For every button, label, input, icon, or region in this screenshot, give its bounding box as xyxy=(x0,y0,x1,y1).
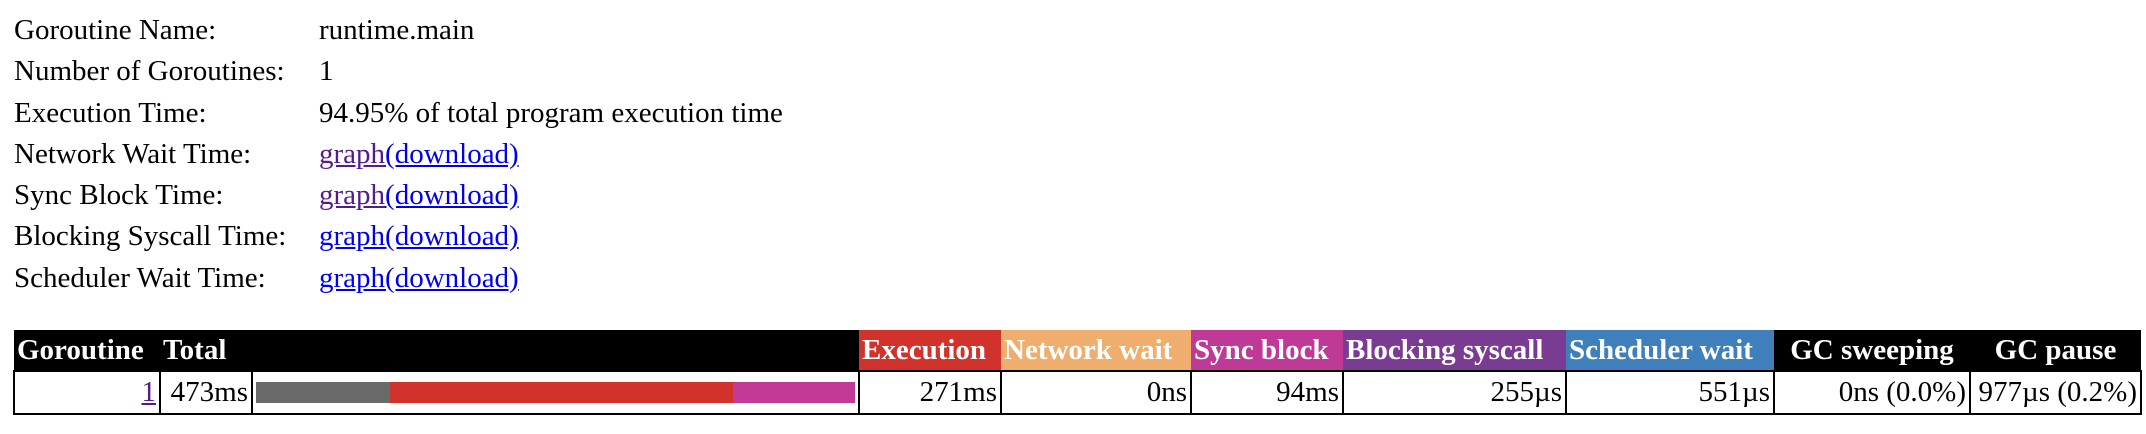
goroutine-id-link[interactable]: 1 xyxy=(141,376,157,408)
blocking-syscall-download-link[interactable]: (download) xyxy=(385,220,519,253)
sync-block-label: Sync Block Time: xyxy=(14,179,224,212)
bar-segment-sync-block xyxy=(733,382,855,403)
execution-time-value: 94.95% of total program execution time xyxy=(319,96,783,129)
header-sync-block[interactable]: Sync block xyxy=(1191,330,1343,371)
scheduler-wait-row: Scheduler Wait Time: graph(download) xyxy=(14,258,783,299)
table-row: 1 473ms 271ms 0ns 94ms 255µs 551µs 0ns (… xyxy=(13,370,2142,415)
time-bar-cell xyxy=(251,370,860,415)
blocking-syscall-cell: 255µs xyxy=(1342,370,1567,415)
header-blocking-syscall[interactable]: Blocking syscall xyxy=(1343,330,1566,371)
table-header-row: Goroutine Total Execution Network wait S… xyxy=(14,330,2141,371)
header-bar xyxy=(252,330,859,371)
header-gc-pause[interactable]: GC pause xyxy=(1970,330,2141,371)
goroutine-count-row: Number of Goroutines: 1 xyxy=(14,51,783,92)
goroutine-count-label: Number of Goroutines: xyxy=(14,55,285,88)
goroutine-id-cell: 1 xyxy=(13,370,161,415)
bar-segment-other xyxy=(256,382,391,403)
blocking-syscall-row: Blocking Syscall Time: graph(download) xyxy=(14,216,783,257)
execution-time-label: Execution Time: xyxy=(14,96,207,129)
network-wait-cell: 0ns xyxy=(1000,370,1192,415)
scheduler-wait-download-link[interactable]: (download) xyxy=(385,261,519,294)
network-wait-graph-link[interactable]: graph xyxy=(319,137,386,170)
goroutine-table: Goroutine Total Execution Network wait S… xyxy=(13,330,2142,415)
execution-cell: 271ms xyxy=(858,370,1002,415)
goroutine-name-row: Goroutine Name: runtime.main xyxy=(14,10,783,51)
scheduler-wait-cell: 551µs xyxy=(1565,370,1775,415)
header-goroutine[interactable]: Goroutine xyxy=(14,330,160,371)
scheduler-wait-graph-link[interactable]: graph xyxy=(319,261,386,294)
gc-sweeping-cell: 0ns (0.0%) xyxy=(1773,370,1971,415)
blocking-syscall-label: Blocking Syscall Time: xyxy=(14,220,287,253)
gc-pause-cell: 977µs (0.2%) xyxy=(1969,370,2142,415)
sync-block-graph-link[interactable]: graph xyxy=(319,179,386,212)
header-network-wait[interactable]: Network wait xyxy=(1001,330,1191,371)
goroutine-name-value: runtime.main xyxy=(319,14,475,46)
sync-block-cell: 94ms xyxy=(1190,370,1344,415)
header-execution[interactable]: Execution xyxy=(859,330,1001,371)
header-total[interactable]: Total xyxy=(160,330,252,371)
header-scheduler-wait[interactable]: Scheduler wait xyxy=(1566,330,1774,371)
goroutine-count-value: 1 xyxy=(319,55,334,88)
network-wait-label: Network Wait Time: xyxy=(14,137,252,170)
sync-block-row: Sync Block Time: graph(download) xyxy=(14,175,783,216)
header-gc-sweeping[interactable]: GC sweeping xyxy=(1774,330,1970,371)
time-distribution-bar xyxy=(256,382,855,403)
goroutine-name-label: Goroutine Name: xyxy=(14,14,217,46)
goroutine-summary: Goroutine Name: runtime.main Number of G… xyxy=(14,10,783,299)
sync-block-download-link[interactable]: (download) xyxy=(385,179,519,212)
network-wait-row: Network Wait Time: graph(download) xyxy=(14,134,783,175)
execution-time-row: Execution Time: 94.95% of total program … xyxy=(14,93,783,134)
bar-segment-execution xyxy=(390,382,734,403)
blocking-syscall-graph-link[interactable]: graph xyxy=(319,220,386,253)
scheduler-wait-label: Scheduler Wait Time: xyxy=(14,261,266,294)
total-cell: 473ms xyxy=(159,370,253,415)
network-wait-download-link[interactable]: (download) xyxy=(385,137,519,170)
